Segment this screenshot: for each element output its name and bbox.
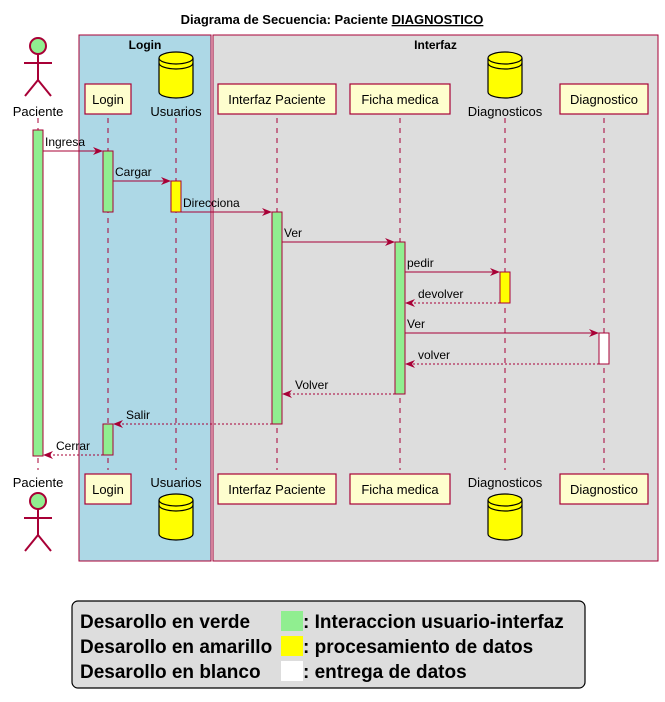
legend: Desarollo en verde : Interaccion usuario-… (71, 600, 586, 689)
participant-box (349, 473, 451, 505)
participant-interfaz_paciente-bottom: Interfaz Paciente (217, 473, 337, 505)
participant-box (84, 473, 132, 505)
participant-box (349, 83, 451, 115)
actor-paciente-bottom: Paciente (13, 475, 64, 552)
database-rim (487, 504, 523, 512)
activation-ficha_medica-4 (394, 241, 406, 395)
message-label-3: Ver (284, 226, 302, 240)
participant-label-usuarios-top: Usuarios (150, 104, 202, 119)
participant-label-ficha_medica-bottom: Ficha medica (361, 482, 439, 497)
activation-login-7 (102, 423, 114, 456)
legend-text-0: Desarollo en verde (80, 612, 250, 633)
participants-layer: PacientePacienteLoginLoginUsuariosUsuari… (13, 37, 649, 552)
message-label-1: Cargar (115, 165, 152, 179)
actor-leg-right (37, 79, 52, 97)
activations-layer (32, 129, 610, 457)
participant-box (84, 83, 132, 115)
legend-swatch-1 (281, 636, 303, 656)
diagram-title-emphasis: DIAGNOSTICO (392, 12, 484, 27)
participant-box (217, 83, 337, 115)
message-label-6: Ver (407, 317, 425, 331)
actor-leg-left (24, 534, 39, 552)
database-rim (158, 62, 194, 70)
actor-paciente-top: Paciente (13, 37, 64, 119)
participant-label-interfaz_paciente-top: Interfaz Paciente (228, 92, 326, 107)
participant-label-diagnosticos-bottom: Diagnosticos (468, 475, 543, 490)
activation-diagnostico-6 (598, 332, 610, 365)
participant-label-diagnosticos-top: Diagnosticos (468, 104, 543, 119)
participant-label-paciente-bottom: Paciente (13, 475, 64, 490)
message-label-10: Cerrar (56, 439, 90, 453)
database-usuarios-bottom: Usuarios (150, 475, 202, 541)
legend-box (71, 600, 586, 689)
boxes-layer: Login Interfaz (78, 34, 659, 562)
participant-diagnostico-top: Diagnostico (559, 83, 649, 115)
legend-desc-2: : entrega de datos (303, 662, 467, 683)
box-title-login: Login (129, 38, 162, 52)
message-label-2: Direcciona (183, 196, 240, 210)
participant-diagnostico-bottom: Diagnostico (559, 473, 649, 505)
legend-swatch-2 (281, 661, 303, 681)
database-diagnosticos-top: Diagnosticos (468, 51, 543, 119)
participant-box (559, 473, 649, 505)
database-top-icon (158, 493, 194, 507)
participant-label-interfaz_paciente-bottom: Interfaz Paciente (228, 482, 326, 497)
message-label-0: Ingresa (45, 135, 85, 149)
legend-desc-0: : Interaccion usuario-interfaz (303, 612, 564, 633)
legend-swatch-0 (281, 611, 303, 631)
messages-layer: IngresaCargarDireccionaVerpedirdevolverV… (43, 135, 599, 459)
participant-label-usuarios-bottom: Usuarios (150, 475, 202, 490)
actor-leg-left (24, 79, 39, 97)
activation-interfaz_paciente-3 (271, 211, 283, 425)
participant-login-bottom: Login (84, 473, 132, 505)
participant-label-ficha_medica-top: Ficha medica (361, 92, 439, 107)
participant-box (559, 83, 649, 115)
database-usuarios-top: Usuarios (150, 51, 202, 119)
participant-label-login-top: Login (92, 92, 124, 107)
box-title-interfaz: Interfaz (414, 38, 457, 52)
legend-text-1: Desarollo en amarillo (80, 637, 272, 658)
message-label-8: Volver (295, 378, 328, 392)
participant-label-paciente-top: Paciente (13, 104, 64, 119)
actor-head-icon (29, 37, 47, 55)
participant-ficha_medica-top: Ficha medica (349, 83, 451, 115)
box-interfaz (212, 34, 659, 562)
database-diagnosticos-bottom: Diagnosticos (468, 475, 543, 541)
legend-desc-1: : procesamiento de datos (303, 637, 533, 658)
activation-diagnosticos-5 (499, 271, 511, 304)
diagram-title: Diagrama de Secuencia: Paciente DIAGNOST… (181, 12, 484, 27)
message-label-5: devolver (418, 287, 463, 301)
participant-interfaz_paciente-top: Interfaz Paciente (217, 83, 337, 115)
participant-login-top: Login (84, 83, 132, 115)
database-rim (487, 62, 523, 70)
participant-ficha_medica-bottom: Ficha medica (349, 473, 451, 505)
activation-login-1 (102, 150, 114, 213)
activation-usuarios-2 (170, 180, 182, 213)
actor-head-icon (29, 492, 47, 510)
message-label-7: volver (418, 348, 450, 362)
box-login (78, 34, 212, 562)
database-top-icon (487, 493, 523, 507)
database-rim (158, 504, 194, 512)
participant-label-diagnostico-bottom: Diagnostico (570, 482, 638, 497)
message-label-4: pedir (407, 256, 434, 270)
participant-box (217, 473, 337, 505)
database-top-icon (487, 51, 523, 65)
actor-leg-right (37, 534, 52, 552)
participant-label-diagnostico-top: Diagnostico (570, 92, 638, 107)
message-label-9: Salir (126, 408, 150, 422)
activation-paciente-0 (32, 129, 44, 457)
legend-text-2: Desarollo en blanco (80, 662, 261, 683)
participant-label-login-bottom: Login (92, 482, 124, 497)
database-top-icon (158, 51, 194, 65)
